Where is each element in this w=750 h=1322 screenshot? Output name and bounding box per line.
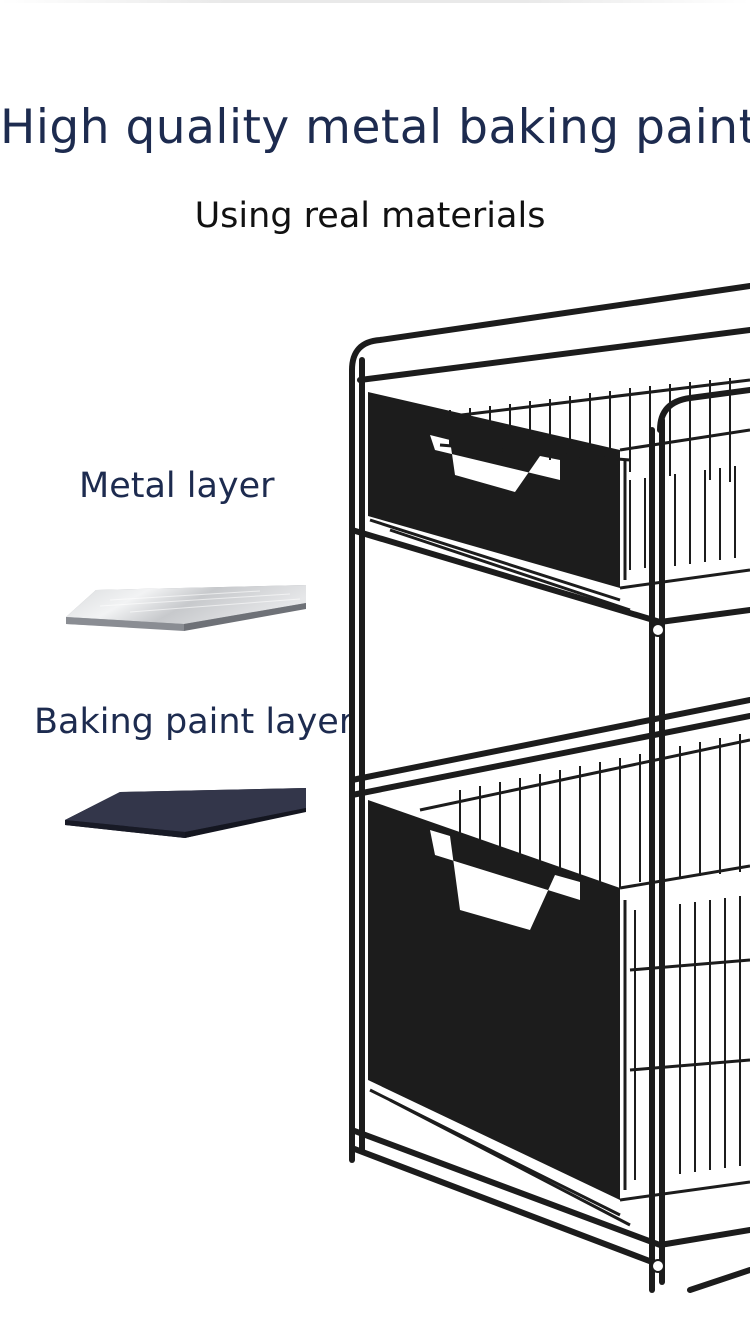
top-divider [0,0,750,3]
metal-layer-label: Metal layer [79,466,275,506]
metal-layer-swatch-icon [66,585,306,631]
paint-layer-swatch-icon [65,788,306,838]
page-title: High quality metal baking paint [0,100,750,155]
page-subtitle: Using real materials [194,196,546,236]
paint-layer-label: Baking paint layer [34,702,354,742]
sliding-basket-rack-icon [349,283,750,1293]
